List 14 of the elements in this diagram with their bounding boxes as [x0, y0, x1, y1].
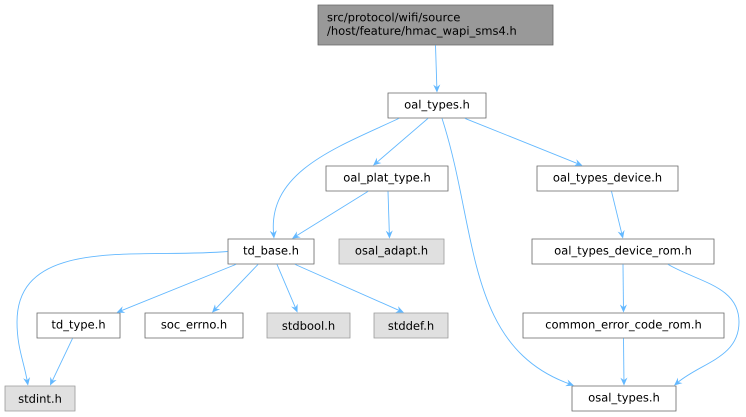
file-box: oal_types.h: [388, 92, 486, 118]
file-box: td_type.h: [36, 312, 120, 338]
file-box: oal_types_device.h: [536, 166, 678, 192]
file-box: src/protocol/wifi/source /host/feature/hmac_wapi_sms4.h: [318, 4, 554, 46]
file-box: stdbool.h: [266, 312, 350, 338]
file-box: osal_adapt.h: [338, 238, 444, 264]
file-box: td_base.h: [228, 238, 314, 264]
file-box: stdint.h: [4, 386, 76, 412]
file-box: oal_plat_type.h: [326, 166, 448, 192]
file-box: osal_types.h: [572, 386, 676, 412]
file-box: soc_errno.h: [144, 312, 244, 338]
file-box: stddef.h: [374, 312, 448, 338]
file-box: common_error_code_rom.h: [522, 312, 724, 338]
file-box: oal_types_device_rom.h: [532, 238, 714, 264]
